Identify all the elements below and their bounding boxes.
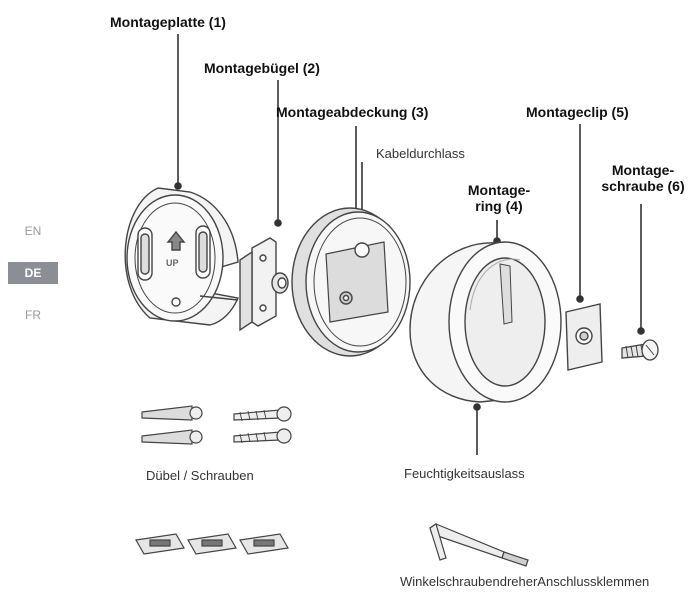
label-duebel-schrauben: Dübel / Schrauben [146, 468, 254, 483]
label-feuchtigkeitsauslass: Feuchtigkeitsauslass [404, 466, 525, 481]
label-montagering-line2: ring (4) [475, 198, 523, 214]
label-montageschraube: Montage- schraube (6) [596, 162, 690, 194]
lang-tab-fr[interactable]: FR [25, 308, 41, 322]
connection-terminals [135, 533, 289, 555]
mounting-screw [621, 339, 659, 361]
label-montageschraube-line2: schraube (6) [601, 178, 685, 194]
mounting-ring [409, 241, 562, 403]
label-montageschraube-line1: Montage- [611, 162, 675, 178]
lang-tab-de[interactable]: DE [8, 262, 58, 284]
label-winkelschraubendreher-anschlussklemmen: WinkelschraubendreherAnschlussklemmen [400, 574, 650, 589]
mounting-bracket [239, 237, 289, 332]
leader-lines [174, 34, 645, 455]
label-montageclip: Montageclip (5) [526, 104, 629, 120]
anchors-and-screws [141, 405, 292, 445]
label-montageplatte: Montageplatte (1) [110, 14, 226, 30]
plate-up-marking: UP [166, 258, 179, 268]
label-montagebuegel: Montagebügel (2) [204, 60, 320, 76]
label-montagering-line1: Montage- [467, 182, 531, 198]
label-montageabdeckung: Montageabdeckung (3) [276, 104, 429, 120]
label-kabeldurchlass: Kabeldurchlass [376, 146, 465, 161]
mounting-cover [291, 207, 411, 357]
label-montagering: Montage- ring (4) [457, 182, 541, 214]
mounting-plate [124, 187, 239, 326]
mounting-clip [565, 303, 603, 371]
lang-tab-en[interactable]: EN [24, 224, 42, 238]
hex-key [429, 523, 529, 567]
